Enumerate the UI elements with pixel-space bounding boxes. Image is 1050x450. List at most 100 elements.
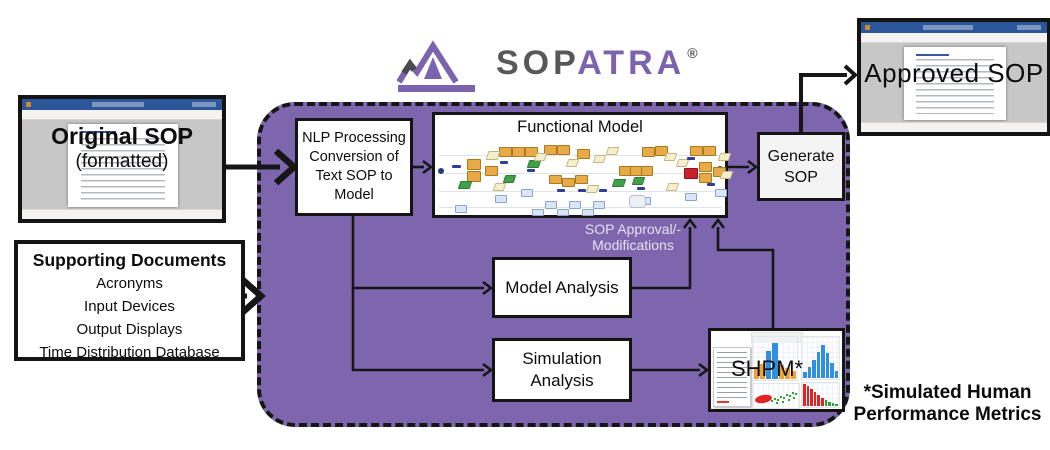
mini-bar [810,389,813,406]
window-title-text [923,25,973,30]
generate-sop-box: Generate SOP [757,132,845,201]
functional-model-node [568,201,581,209]
mini-bar [835,404,838,406]
document-heading [81,131,117,134]
functional-model-node [698,162,712,172]
functional-model-node [556,209,569,216]
functional-model-node [466,159,481,170]
mini-bar [820,398,824,406]
functional-model-node [663,153,677,161]
functional-model-node [689,146,703,156]
functional-model-node [598,189,607,192]
functional-model-node [605,147,619,155]
shpm-footnote: *Simulated Human Performance Metrics [845,382,1050,426]
shpm-chart-mixed [752,336,798,381]
registered-mark: ® [687,44,698,61]
shpm-stats-panel [713,347,751,407]
shpm-stats-highlight [717,401,729,403]
functional-model-node [492,183,506,191]
functional-model-node [533,153,547,161]
nlp-line: Model [334,187,374,203]
mini-bar [784,368,790,379]
brand-text: SOPATRA® [496,44,698,83]
functional-model-node [654,146,668,156]
document-page [903,47,1007,120]
functional-model-node [585,185,599,193]
functional-model-node [543,145,557,155]
functional-model-node [561,178,575,187]
nlp-processing-box: NLP Processing Conversion of Text SOP to… [295,118,413,216]
mini-bar [772,343,778,379]
original-sop-label: Original SOP [51,123,193,149]
nlp-line: NLP Processing [302,130,406,146]
functional-model-node [520,189,533,197]
brand-prefix: SOP [496,44,578,82]
functional-model-node [683,168,698,179]
window-controls [1017,25,1041,30]
document-area [861,43,1047,123]
functional-model-node [592,201,605,209]
functional-model-canvas [437,139,733,216]
mini-bar [821,345,825,378]
footnote-line: *Simulated Human [863,382,1032,403]
supporting-doc-item: Acronyms [96,275,163,292]
functional-model-node [499,161,508,164]
mini-bar [803,384,806,406]
functional-model-node [640,166,653,176]
mini-bar [803,372,807,378]
footnote-line: Performance Metrics [853,404,1042,425]
mini-bar [825,353,829,378]
supporting-doc-item: Input Devices [84,298,175,315]
functional-model-node [498,147,512,157]
scatter-green-points [771,400,773,402]
model-analysis-label: Model Analysis [505,277,619,297]
functional-model-node [581,209,594,216]
window-title-text [92,102,144,107]
functional-model-node [686,157,695,160]
simulation-analysis-box: Simulation Analysis [492,338,632,402]
functional-model-node [574,175,588,184]
mountain-icon [396,40,475,92]
functional-model-node [714,189,727,197]
mini-bar [807,367,811,378]
document-area [22,120,222,210]
model-analysis-box: Model Analysis [492,257,632,318]
functional-model-node [451,165,461,168]
functional-model-node [565,159,579,167]
nlp-line: Conversion of [309,149,399,165]
supporting-documents-title: Supporting Documents [32,250,227,270]
supporting-doc-item: Time Distribution Database [39,344,220,361]
mini-bar [806,386,810,406]
functional-model-node [618,166,631,176]
window-titlebar [861,22,1047,33]
ribbon-menu [22,110,222,120]
mini-bar [831,403,835,406]
functional-model-node [502,175,516,183]
mini-bar [766,351,772,379]
mini-bar [790,371,796,379]
functional-model-node [611,179,626,187]
mini-bar [813,392,817,406]
functional-model-node [556,145,570,155]
mini-bar [834,371,838,378]
swimlane-divider [438,173,722,174]
functional-model-node [556,189,565,192]
document-heading [916,53,949,56]
shpm-chart-hist [801,336,840,380]
start-node [437,168,444,174]
window-titlebar [22,99,222,110]
functional-model-node [454,205,467,213]
functional-model-node [698,173,712,183]
shpm-window: SHPM* [708,328,845,412]
window-controls [192,102,216,107]
functional-model-title: Functional Model [517,118,643,136]
shpm-chart-scatter [752,383,800,409]
save-icon [26,102,31,107]
functional-model-node [457,181,472,189]
mini-bar [760,364,766,379]
ribbon-menu [861,33,1047,43]
functional-model-node [628,195,646,208]
save-icon [865,25,870,30]
document-text-lines [81,138,165,201]
functional-model-node [526,169,535,172]
